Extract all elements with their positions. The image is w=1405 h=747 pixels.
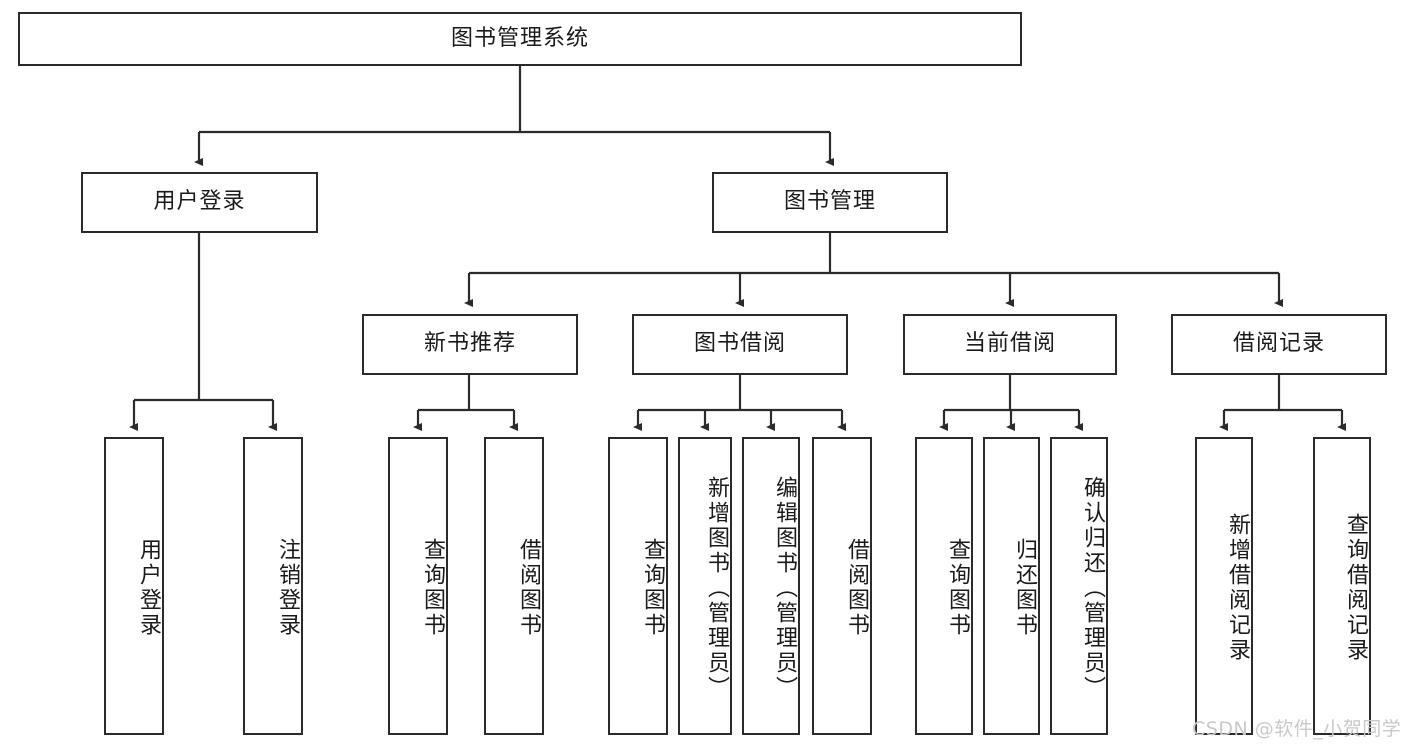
- node-new-book-recommend[interactable]: 新书推荐: [362, 314, 578, 375]
- leaf-label: 确认归还（管理员）: [1080, 475, 1105, 701]
- leaf-add-borrow-record[interactable]: 新增借阅记录: [1195, 437, 1253, 735]
- leaf-add-book-admin[interactable]: 新增图书（管理员）: [678, 437, 732, 735]
- node-book-management[interactable]: 图书管理: [712, 172, 948, 233]
- leaf-query-borrow-record[interactable]: 查询借阅记录: [1313, 437, 1371, 735]
- leaf-logout[interactable]: 注销登录: [243, 437, 303, 735]
- leaf-query-book-recommend[interactable]: 查询图书: [388, 437, 448, 735]
- leaf-label: 新增图书（管理员）: [704, 475, 729, 701]
- leaf-label: 查询图书: [420, 538, 445, 638]
- leaf-label: 新增借阅记录: [1225, 513, 1250, 663]
- leaf-query-book-current[interactable]: 查询图书: [915, 437, 973, 735]
- leaf-return-book[interactable]: 归还图书: [983, 437, 1040, 735]
- leaf-label: 查询图书: [640, 538, 665, 638]
- node-root[interactable]: 图书管理系统: [18, 12, 1022, 66]
- node-current-borrow[interactable]: 当前借阅: [903, 314, 1117, 375]
- leaf-label: 借阅图书: [844, 538, 869, 638]
- leaf-label: 查询借阅记录: [1343, 513, 1368, 663]
- leaf-label: 借阅图书: [516, 538, 541, 638]
- leaf-label: 编辑图书（管理员）: [772, 475, 797, 701]
- leaf-label: 归还图书: [1012, 538, 1037, 638]
- leaf-edit-book-admin[interactable]: 编辑图书（管理员）: [742, 437, 800, 735]
- leaf-label: 用户登录: [136, 538, 161, 638]
- leaf-label: 查询图书: [945, 538, 970, 638]
- node-book-borrow[interactable]: 图书借阅: [632, 314, 848, 375]
- leaf-confirm-return-admin[interactable]: 确认归还（管理员）: [1050, 437, 1108, 735]
- leaf-borrow-book[interactable]: 借阅图书: [812, 437, 872, 735]
- leaf-borrow-book-recommend[interactable]: 借阅图书: [484, 437, 544, 735]
- leaf-query-book-borrow[interactable]: 查询图书: [608, 437, 668, 735]
- node-borrow-record[interactable]: 借阅记录: [1171, 314, 1387, 375]
- leaf-user-login[interactable]: 用户登录: [104, 437, 164, 735]
- node-user-login[interactable]: 用户登录: [81, 172, 318, 233]
- leaf-label: 注销登录: [275, 538, 300, 638]
- watermark: CSDN @软件_小贺同学: [1192, 718, 1402, 740]
